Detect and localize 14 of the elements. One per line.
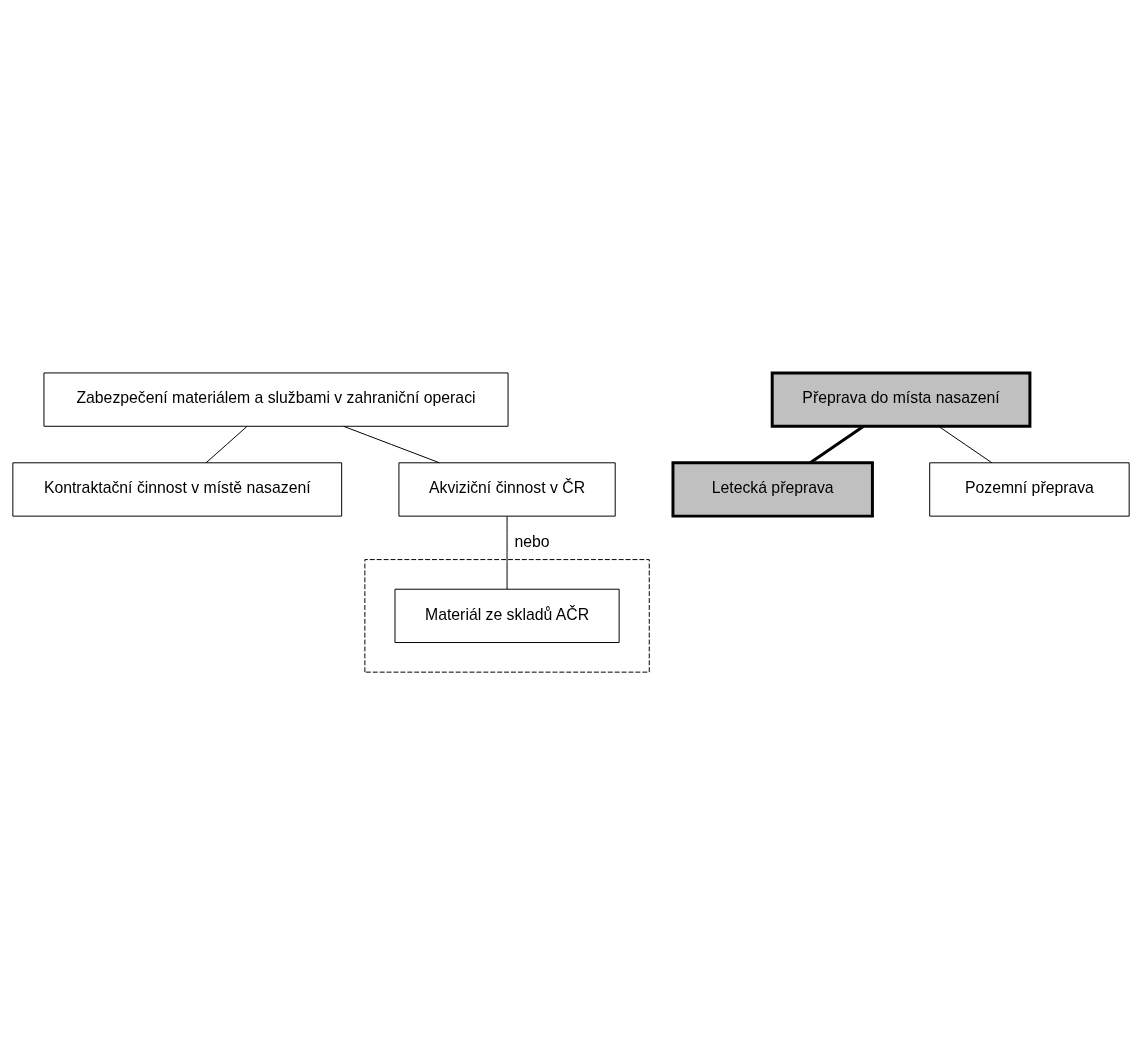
connector bbox=[343, 425, 440, 463]
node-box: Zabezpečení materiálem a službami v zahraniční operaci bbox=[43, 371, 509, 427]
node-box: Letecká přeprava bbox=[671, 460, 874, 518]
connector bbox=[809, 424, 865, 464]
connector bbox=[506, 515, 508, 590]
edge-label: nebo bbox=[514, 532, 550, 550]
node-box: Pozemní přeprava bbox=[929, 461, 1130, 517]
node-box: Kontraktační činnost v místě nasazení bbox=[12, 461, 343, 517]
connector bbox=[938, 425, 993, 463]
connector bbox=[205, 425, 248, 463]
node-box: Materiál ze skladů AČR bbox=[394, 588, 620, 643]
cluster bbox=[364, 558, 650, 673]
node-box: Přeprava do místa nasazení bbox=[770, 370, 1032, 428]
node-box: Akviziční činnost v ČR bbox=[398, 461, 616, 517]
